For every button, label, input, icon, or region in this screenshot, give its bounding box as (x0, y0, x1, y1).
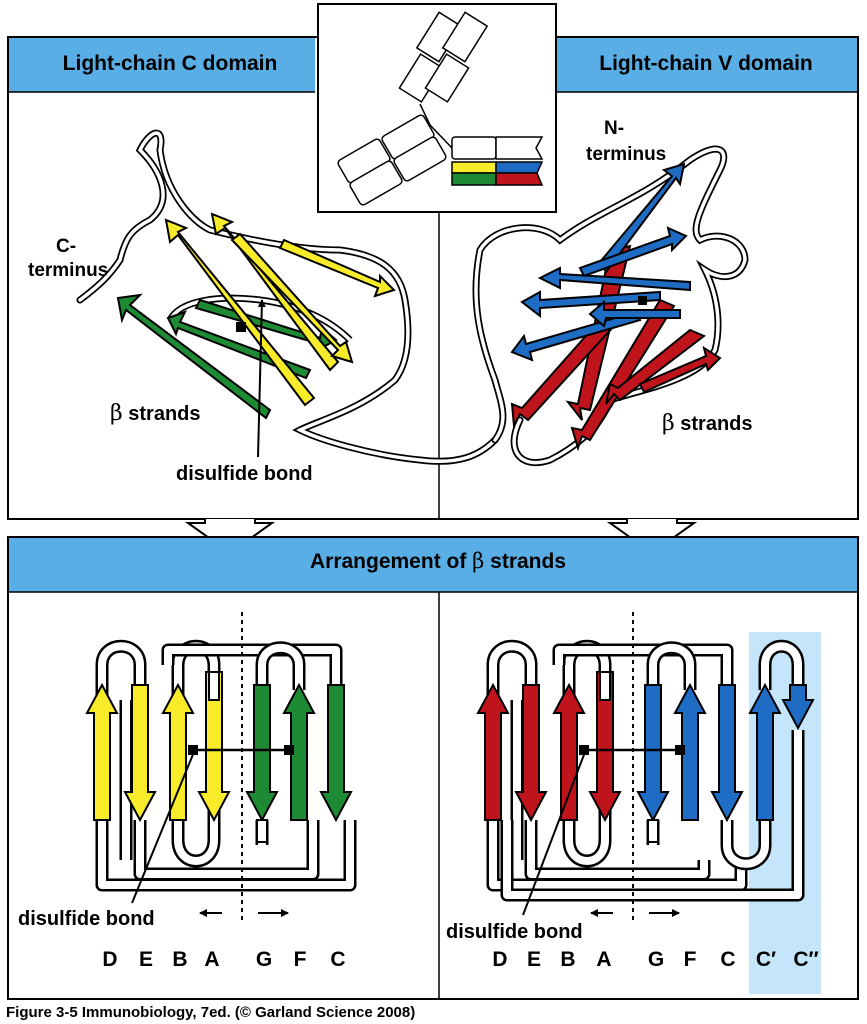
cysteine-marker (188, 745, 198, 755)
v-domain-ribbon (472, 145, 749, 467)
bottom-panel-frame (7, 536, 859, 1000)
header-c-domain: Light-chain C domain (63, 52, 278, 75)
header-v-domain: Light-chain V domain (599, 52, 813, 75)
strand-c (319, 684, 353, 823)
header-arrangement-bar (9, 538, 857, 592)
strand-e (123, 684, 157, 823)
disulfide-pointer (522, 751, 586, 916)
strand-f (673, 682, 707, 821)
c-domain-beta-strands-label: β strands (110, 401, 201, 426)
c-terminus-label-2: terminus (28, 260, 108, 281)
n-terminus-label: N- (604, 118, 624, 139)
strand-c (710, 684, 744, 823)
top-panel: Light-chain C domain Light-chain V domai… (7, 3, 859, 520)
strand-letter: D (102, 948, 117, 971)
strand-a-stub (208, 671, 220, 701)
header-c-domain-bar (9, 38, 315, 92)
strand-letter: C (720, 948, 735, 971)
strand-letter: G (648, 948, 664, 971)
strand-d (85, 682, 119, 821)
strand-letter: E (527, 948, 541, 971)
strand-f (282, 682, 316, 821)
strand-letter: B (172, 948, 187, 971)
disulfide-bond-label-v: disulfide bond (446, 921, 583, 943)
strands-word: strands (675, 413, 753, 435)
beta-symbol: β (110, 401, 123, 426)
header-v-domain-bar (557, 38, 857, 92)
strand-letter: G (256, 948, 272, 971)
strand-a (588, 671, 622, 823)
strand-b (161, 682, 195, 821)
strand-letter: C′ (756, 948, 776, 971)
cysteine-marker (284, 745, 294, 755)
strand-c-prime (748, 682, 782, 821)
bottom-panel: Arrangement of β strands disulfide bond … (7, 536, 859, 1000)
beta-symbol: β (662, 411, 675, 436)
strand-g-stub (647, 819, 659, 843)
strand-letter: A (596, 948, 611, 971)
strand-e (514, 684, 548, 823)
strand-g-stub (256, 819, 268, 843)
strand-g (245, 684, 279, 823)
strand-d (476, 682, 510, 821)
strand-letter: B (560, 948, 575, 971)
strand-letter: C (330, 948, 345, 971)
cysteine-marker (579, 745, 589, 755)
figure-caption: Figure 3-5 Immunobiology, 7ed. (© Garlan… (6, 1004, 415, 1021)
strand-letter: D (492, 948, 507, 971)
n-terminus-label-2: terminus (586, 144, 666, 165)
strands-word: strands (123, 403, 201, 425)
disulfide-bond-label-c: disulfide bond (18, 908, 155, 930)
antibody-inset (317, 3, 557, 213)
disulfide-pointer (131, 751, 195, 904)
header-arrangement: Arrangement of β strands (310, 549, 566, 573)
disulfide-pointer-top (257, 299, 266, 458)
strand-c-double-prime (781, 684, 815, 731)
c-terminus-label: C- (56, 236, 76, 257)
strand-letter: C′′ (793, 948, 818, 971)
strand-letter: F (684, 948, 697, 971)
strand-g (636, 684, 670, 823)
disulfide-bond-label-top: disulfide bond (176, 463, 313, 485)
strand-letter: F (294, 948, 307, 971)
cysteine-marker (675, 745, 685, 755)
strand-b (552, 682, 586, 821)
c-domain-topology (85, 612, 357, 920)
v-domain-topology (476, 612, 821, 994)
strand-letter: E (139, 948, 153, 971)
strand-letter: A (204, 948, 219, 971)
strand-a (197, 671, 231, 823)
v-domain-beta-strands-label: β strands (662, 411, 753, 436)
strand-a-stub (599, 671, 611, 701)
